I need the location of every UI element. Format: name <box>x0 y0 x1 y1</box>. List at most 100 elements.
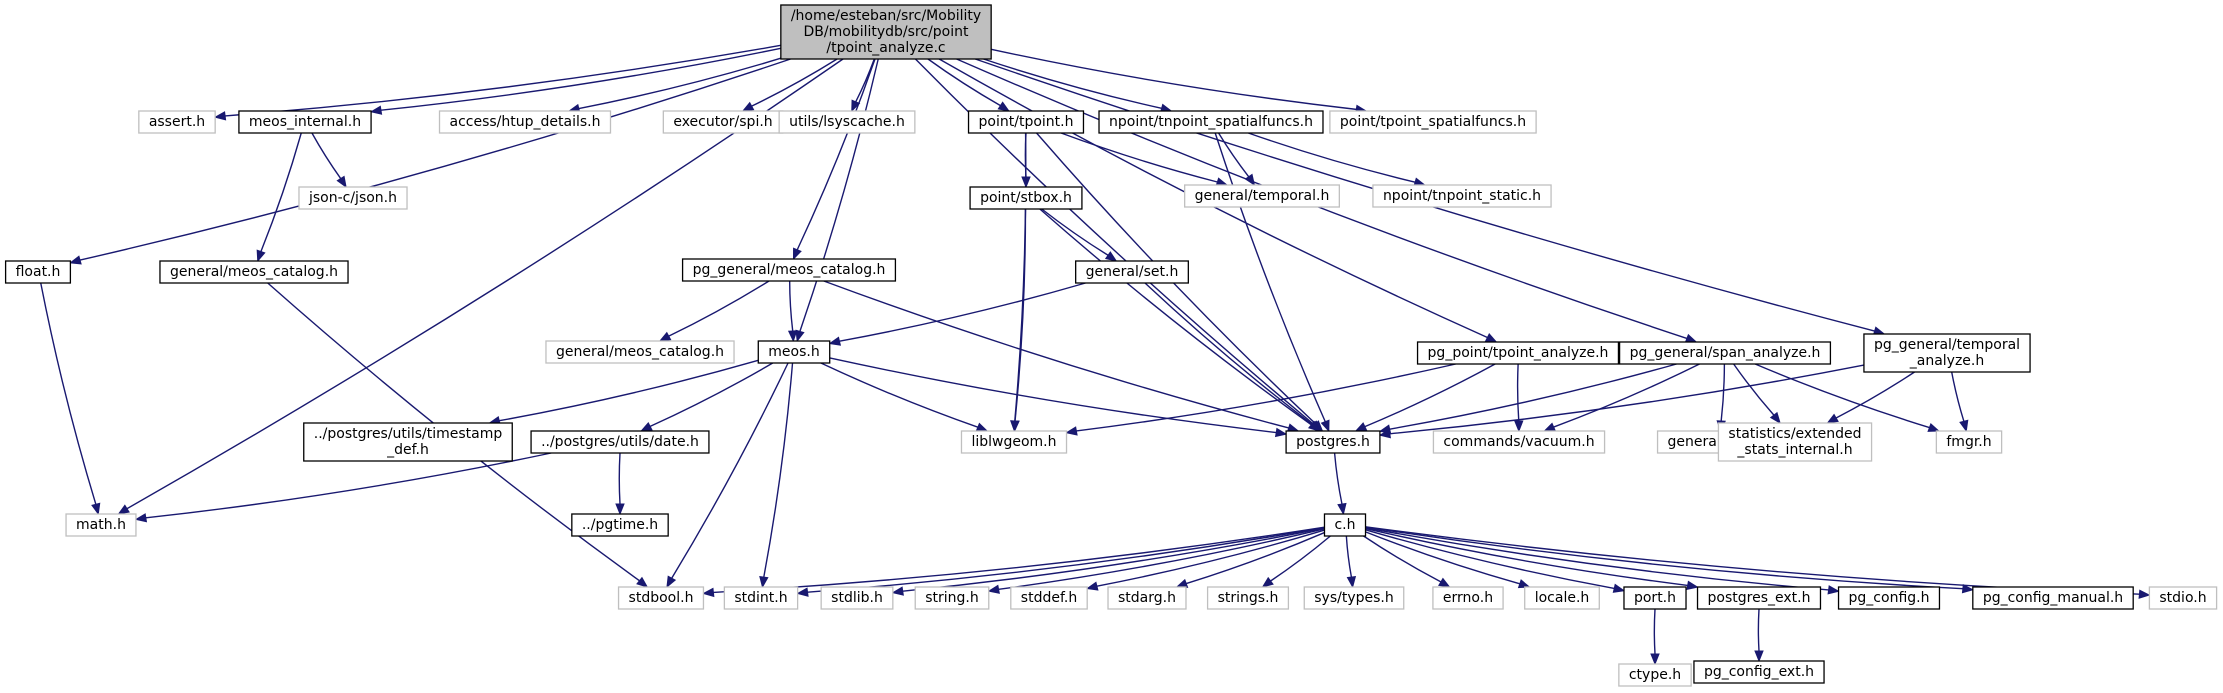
edge-line <box>983 58 1162 110</box>
node-box <box>1524 586 1600 610</box>
node-box <box>1329 110 1537 134</box>
node-label: math.h <box>76 517 126 533</box>
node-box <box>1432 586 1504 610</box>
edge-root-to-meos-internal <box>369 47 781 115</box>
arrowhead <box>336 175 347 189</box>
edge-meos-to-stdint <box>759 362 794 589</box>
node-label: json-c/json.h <box>308 190 397 206</box>
edge-line <box>751 58 838 107</box>
node-root: /home/esteban/src/MobilityDB/mobilitydb/… <box>780 4 992 60</box>
node-box <box>1618 341 1832 365</box>
node-label: ../postgres/utils/date.h <box>541 434 699 450</box>
node-box <box>1107 586 1187 610</box>
edge-line <box>40 282 97 505</box>
node-pg-general-meos-catalog[interactable]: pg_general/meos_catalog.h <box>681 258 897 282</box>
node-port[interactable]: port.h <box>1623 586 1687 610</box>
edge-line <box>1835 371 1915 419</box>
arrowhead <box>1514 420 1524 433</box>
node-box <box>1416 341 1620 365</box>
edge-line <box>998 528 1325 591</box>
node-label: meos_internal.h <box>249 114 361 130</box>
node-pg-config[interactable]: pg_config.h <box>1837 586 1941 610</box>
node-label: postgres_ext.h <box>1708 590 1811 606</box>
edge-stbox-to-liblwgeom <box>1010 208 1027 433</box>
node-general-meos-catalog-doc[interactable]: general/meos_catalog.h <box>159 260 349 284</box>
arrowhead <box>117 504 130 515</box>
node-tpoint-spatialfuncs: point/tpoint_spatialfuncs.h <box>1329 110 1537 134</box>
edge-c-to-strings <box>1261 535 1331 588</box>
arrowhead <box>1065 426 1078 436</box>
edge-c-to-stddef <box>1085 529 1325 591</box>
edge-line <box>788 280 794 332</box>
arrowhead <box>1959 419 1969 433</box>
edge-line <box>618 452 621 505</box>
node-label: pg_config_ext.h <box>1704 664 1814 680</box>
edge-set-to-meos <box>828 282 1086 346</box>
node-locale: locale.h <box>1524 586 1600 610</box>
node-label: _def.h <box>386 442 429 458</box>
node-label: string.h <box>925 590 979 606</box>
node-box <box>1618 663 1692 687</box>
arrowhead <box>1175 578 1189 588</box>
node-pg-tpoint-analyze[interactable]: pg_point/tpoint_analyze.h <box>1416 341 1620 365</box>
edge-line <box>79 58 791 261</box>
node-label: stdint.h <box>734 590 787 606</box>
edge-line <box>1144 282 1313 426</box>
arrowhead <box>1378 429 1391 439</box>
node-vacuum: commands/vacuum.h <box>1432 430 1606 454</box>
node-label: stdarg.h <box>1118 590 1176 606</box>
node-postgres[interactable]: postgres.h <box>1285 430 1381 454</box>
node-postgres-ext[interactable]: postgres_ext.h <box>1696 586 1822 610</box>
node-meos[interactable]: meos.h <box>757 340 831 364</box>
node-span-analyze[interactable]: pg_general/span_analyze.h <box>1618 341 1832 365</box>
node-tpoint[interactable]: point/tpoint.h <box>967 110 1085 134</box>
node-spi: executor/spi.h <box>662 110 784 134</box>
node-set[interactable]: general/set.h <box>1075 260 1189 284</box>
node-pg-config-ext[interactable]: pg_config_ext.h <box>1693 660 1825 684</box>
node-box <box>138 110 216 134</box>
edge-line <box>823 280 1289 429</box>
node-box <box>960 430 1068 454</box>
node-label: point/stbox.h <box>980 190 1072 206</box>
edge-line <box>820 362 979 428</box>
edge-line <box>1333 452 1343 505</box>
edges-layer <box>40 44 2151 666</box>
node-stdarg: stdarg.h <box>1107 586 1187 610</box>
node-label: c.h <box>1334 517 1355 533</box>
node-stbox[interactable]: point/stbox.h <box>969 186 1083 210</box>
node-stdio: stdio.h <box>2148 586 2218 610</box>
edge-root-to-pg-general-meos-catalog <box>792 58 876 261</box>
edge-line <box>1345 535 1353 578</box>
node-box <box>1837 586 1941 610</box>
edge-line <box>649 362 774 428</box>
node-meos-internal[interactable]: meos_internal.h <box>238 110 372 134</box>
node-temporal-analyze[interactable]: pg_general/temporal_analyze.h <box>1863 333 2031 373</box>
node-tnpoint-spatialfuncs[interactable]: npoint/tnpoint_spatialfuncs.h <box>1098 110 1324 134</box>
arrowhead <box>851 99 861 113</box>
edge-line <box>1389 364 1865 435</box>
edge-c-to-stdarg <box>1175 531 1325 588</box>
node-liblwgeom: liblwgeom.h <box>960 430 1068 454</box>
edge-line <box>1733 363 1775 416</box>
edge-date-to-math <box>134 452 552 523</box>
node-date[interactable]: ../postgres/utils/date.h <box>530 430 710 454</box>
nodes-layer: /home/esteban/src/MobilityDB/mobilitydb/… <box>4 4 2218 687</box>
node-label: /tpoint_analyze.c <box>826 40 945 56</box>
edge-meos-internal-to-jsonc <box>311 132 347 189</box>
node-box <box>303 422 513 462</box>
node-pg-config-manual[interactable]: pg_config_manual.h <box>1972 586 2134 610</box>
node-pgtime[interactable]: ../pgtime.h <box>571 513 669 537</box>
arrowhead <box>1961 583 1975 594</box>
arrowhead <box>891 586 904 596</box>
node-label: _analyze.h <box>1909 353 1985 369</box>
node-box <box>1623 586 1687 610</box>
node-float[interactable]: float.h <box>4 260 72 284</box>
node-timestamp-def[interactable]: ../postgres/utils/timestamp_def.h <box>303 422 513 462</box>
arrowhead <box>1085 581 1099 591</box>
node-label: /home/esteban/src/Mobility <box>791 8 981 24</box>
node-label: pg_general/meos_catalog.h <box>693 262 886 278</box>
edge-line <box>1757 608 1760 652</box>
node-c[interactable]: c.h <box>1323 513 1367 537</box>
edge-line <box>1516 363 1520 422</box>
edge-line <box>839 282 1086 342</box>
